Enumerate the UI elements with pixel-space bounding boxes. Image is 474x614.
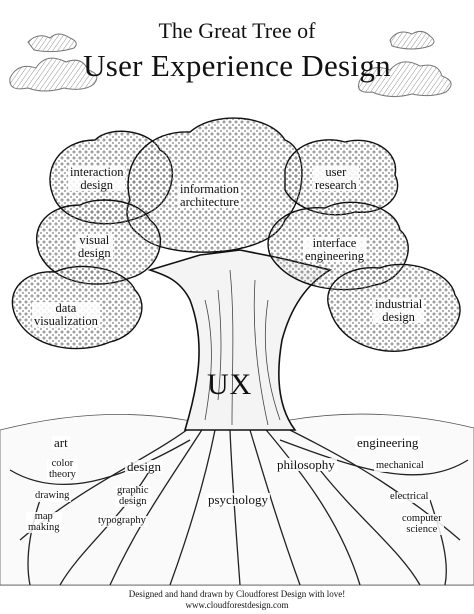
cloud-right bbox=[358, 30, 452, 98]
root-engineering: engineering bbox=[355, 435, 421, 450]
root-typography: typography bbox=[96, 515, 148, 527]
root-design: design bbox=[125, 459, 163, 474]
root-art: art bbox=[52, 435, 70, 450]
footer-credit: Designed and hand drawn by Cloudforest D… bbox=[128, 589, 346, 599]
root-mechanical: mechanical bbox=[374, 460, 426, 472]
title-line-1: The Great Tree of bbox=[158, 18, 316, 43]
cloud-left bbox=[9, 33, 98, 92]
footer-url[interactable]: www.cloudforestdesign.com bbox=[185, 600, 289, 610]
root-philosophy: philosophy bbox=[275, 457, 337, 472]
root-drawing: drawing bbox=[33, 490, 72, 502]
root-electrical: electrical bbox=[388, 491, 431, 503]
trunk bbox=[147, 249, 333, 431]
trunk-label-ux: UX bbox=[207, 368, 253, 401]
title-line-2: User Experience Design bbox=[83, 48, 391, 83]
root-psychology: psychology bbox=[206, 492, 270, 507]
